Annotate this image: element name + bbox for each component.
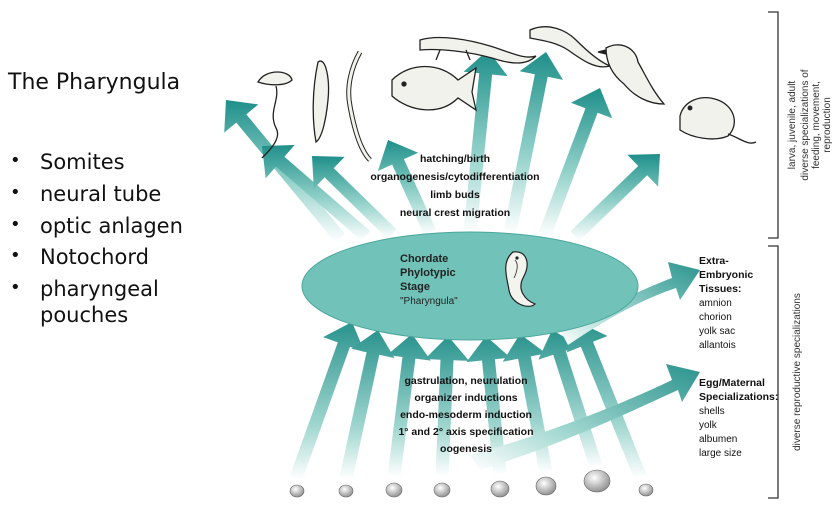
legend-item: allantois [699, 340, 736, 351]
process-label: limb buds [430, 189, 480, 201]
center-label-sub: "Pharyngula" [400, 296, 458, 307]
process-label: endo-mesoderm induction [400, 409, 532, 421]
legend-heading: Specializations: [699, 391, 778, 403]
lower-arrow [387, 334, 431, 477]
legend-item: large size [699, 448, 742, 459]
process-label: organogenesis/cytodifferentiation [370, 171, 539, 183]
egg-icon [339, 485, 353, 497]
legend-item: shells [699, 406, 725, 417]
process-label: organizer inductions [414, 392, 517, 404]
center-label-line: Phylotypic [400, 267, 456, 279]
egg-icon [434, 483, 450, 497]
lower-bracket [768, 246, 778, 498]
legend-item: amnion [699, 298, 732, 309]
mouse-icon [680, 98, 756, 143]
egg-icon [290, 485, 304, 497]
legend-heading: Extra- [699, 255, 729, 267]
process-label: hatching/birth [420, 153, 490, 165]
bracket-label-line: feeding, movement, [811, 81, 822, 169]
center-label-line: Stage [400, 281, 430, 293]
legend-item: yolk [699, 420, 718, 431]
process-label: gastrulation, neurulation [404, 375, 527, 387]
lower-arrow [425, 336, 469, 476]
egg-icon [536, 477, 556, 495]
egg-icon [491, 481, 509, 497]
legend-item: chorion [699, 312, 732, 323]
process-label: 1° and 2° axis specification [398, 426, 533, 438]
process-label: neural crest migration [400, 207, 510, 219]
legend-heading: Egg/Maternal [699, 377, 765, 389]
egg-icon [584, 470, 610, 492]
phylotypic-ellipse [302, 232, 638, 340]
bracket-label-line: diverse specializations of [800, 69, 811, 180]
legend-heading: Tissues: [699, 283, 741, 295]
legend-item: albumen [699, 434, 737, 445]
egg-maternal-legend: Egg/Maternal Specializations: shells yol… [699, 377, 778, 459]
center-label-line: Chordate [400, 253, 448, 265]
bracket-label-line: reproduction [822, 97, 832, 153]
legend-heading: Embryonic [699, 269, 753, 281]
lamprey-icon [349, 52, 370, 160]
legend-item: yolk sac [699, 326, 735, 337]
fish-icon [392, 67, 476, 111]
egg-icon [639, 484, 653, 496]
bracket-label-inner: larva, juvenile, adult [787, 81, 798, 170]
lancelet-icon [313, 61, 328, 142]
animal-icons [258, 27, 756, 160]
bracket-label-outer: diverse specializations of feeding, move… [800, 69, 832, 180]
process-label: oogenesis [440, 443, 492, 455]
upper-arrow [571, 154, 661, 241]
bird-icon [598, 45, 664, 104]
extra-embryonic-legend: Extra- Embryonic Tissues: amnion chorion… [699, 255, 753, 351]
bracket-label-lower: diverse reproductive specializations [792, 293, 803, 451]
upper-bracket [768, 12, 778, 238]
egg-icon [386, 483, 402, 497]
